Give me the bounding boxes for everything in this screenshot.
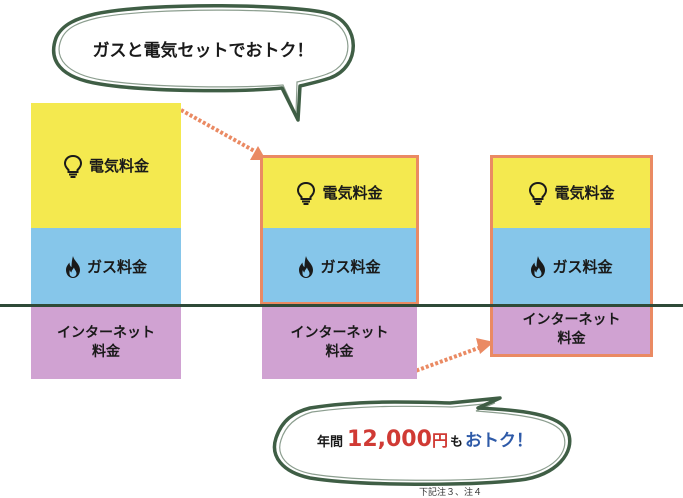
highlight-frame xyxy=(260,155,419,305)
electricity-block: 電気料金 xyxy=(262,157,417,228)
gas-label: ガス料金 xyxy=(320,258,381,276)
internet-label-line2: 料金 xyxy=(557,331,586,347)
internet-label-line2: 料金 xyxy=(92,344,120,360)
highlight-frame xyxy=(490,155,653,357)
electricity-label: 電気料金 xyxy=(322,184,383,202)
otoku-text: おトク！ xyxy=(464,431,533,451)
mo-particle: も xyxy=(449,435,463,450)
electricity-label: 電気料金 xyxy=(88,157,149,175)
flame-icon xyxy=(298,255,314,278)
savings-amount: 12,000 xyxy=(347,427,432,452)
annual-prefix: 年間 xyxy=(317,435,344,450)
internet-label-line1: インターネット xyxy=(57,325,155,341)
internet-label-line1: インターネット xyxy=(290,325,389,341)
electricity-block: 電気料金 xyxy=(31,103,181,228)
bottom-bubble-text: 年間 12,000 円 も おトク！ xyxy=(290,426,560,452)
lightbulb-icon xyxy=(528,181,548,205)
internet-block: インターネット 料金 xyxy=(262,307,417,379)
top-bubble-text: ガスと電気セットでおトク！ xyxy=(92,41,314,61)
flame-icon xyxy=(65,255,81,278)
top-speech-bubble xyxy=(51,4,355,122)
internet-label-line2: 料金 xyxy=(325,344,354,360)
gas-block: ガス料金 xyxy=(492,228,651,305)
electricity-label: 電気料金 xyxy=(554,184,615,202)
internet-label-line1: インターネット xyxy=(522,312,621,328)
lightbulb-icon xyxy=(63,154,83,178)
gas-block: ガス料金 xyxy=(262,228,417,305)
internet-block: インターネット 料金 xyxy=(492,305,651,355)
bottom-speech-bubble xyxy=(272,396,572,487)
arrow-bottom xyxy=(406,338,494,376)
electricity-block: 電気料金 xyxy=(492,157,651,228)
baseline-divider xyxy=(0,304,683,307)
yen-unit: 円 xyxy=(431,431,448,450)
arrow-top xyxy=(180,108,266,160)
lightbulb-icon xyxy=(296,181,316,205)
gas-block: ガス料金 xyxy=(31,228,181,305)
internet-block: インターネット 料金 xyxy=(31,307,181,379)
gas-label: ガス料金 xyxy=(552,258,613,276)
flame-icon xyxy=(530,255,546,278)
gas-label: ガス料金 xyxy=(86,258,147,276)
footnote: 下記注３、注４ xyxy=(419,488,483,498)
